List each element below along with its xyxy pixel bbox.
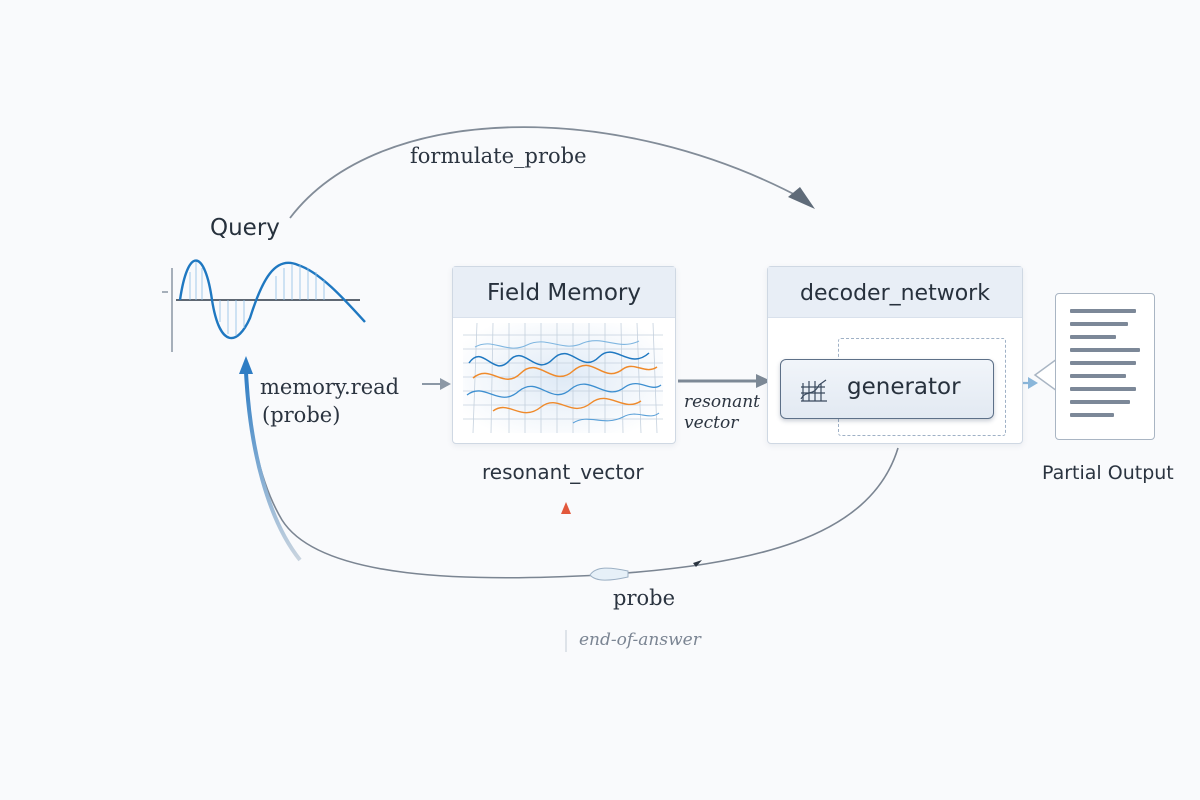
document-icon	[1055, 293, 1155, 440]
resonant-label: resonant	[684, 392, 761, 412]
wave-grid-icon	[463, 323, 663, 433]
probe-capsule-icon	[589, 567, 629, 581]
field-memory-caption: resonant_vector	[482, 460, 644, 484]
memory-read-arrowhead	[440, 378, 451, 390]
probe-label: probe	[613, 586, 675, 610]
formulate-probe-label: formulate_probe	[410, 144, 587, 168]
callout-notch	[1033, 358, 1057, 392]
generator-grid-icon	[800, 379, 827, 402]
vector-label: vector	[684, 413, 739, 433]
formulate-probe-arrow	[289, 126, 806, 219]
return-arrowhead	[239, 356, 253, 374]
memory-read-label: memory.read	[260, 375, 400, 399]
end-marker-arrowhead	[561, 502, 571, 514]
formulate-probe-arrowhead	[788, 187, 815, 209]
loop-tick-icon	[693, 560, 702, 567]
return-loop-highlight	[244, 371, 302, 562]
decoder-network-title: decoder_network	[768, 267, 1022, 318]
generator-label: generator	[847, 374, 961, 400]
partial-output-label: Partial Output	[1042, 462, 1174, 484]
sine-wave-icon	[162, 259, 366, 352]
query-label: Query	[210, 215, 280, 241]
output-arrowhead	[1028, 377, 1038, 389]
field-memory-box: Field Memory	[452, 266, 676, 444]
memory-read-probe-label: (probe)	[262, 403, 341, 427]
field-memory-title: Field Memory	[453, 267, 675, 318]
end-of-answer-label: end-of-answer	[579, 630, 701, 650]
resonant-vector-arrowhead	[756, 374, 771, 388]
generator-button[interactable]: generator	[780, 359, 994, 419]
